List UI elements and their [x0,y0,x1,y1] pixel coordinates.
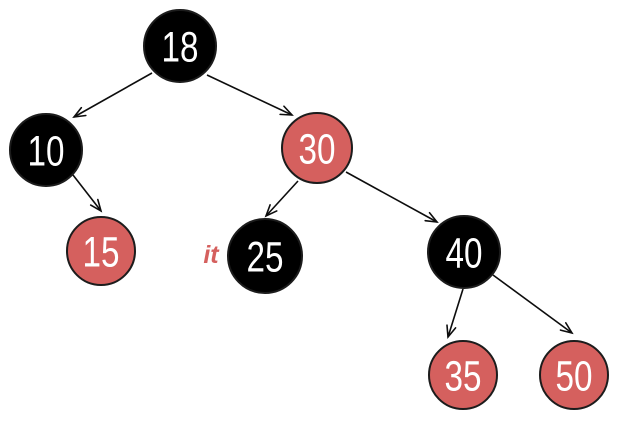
node-value: 30 [299,126,336,174]
node-value: 40 [446,230,483,278]
tree-node-15: 15 [66,216,136,286]
tree-node-40: 40 [427,215,501,289]
edge-arrow-18-to-30 [206,74,292,115]
node-circle-black [427,215,501,289]
node-circle-red [428,340,498,410]
edge-arrow-40-to-35 [448,288,464,337]
edges-layer [72,72,572,337]
node-value: 18 [162,24,199,72]
node-circle-red [539,340,609,410]
node-value: 10 [28,128,65,176]
edge-arrow-30-to-25 [266,180,299,216]
tree-node-18: 18 [143,9,217,83]
node-value: 35 [445,353,482,401]
edge-arrow-40-to-50 [492,274,572,333]
tree-node-25: 25 [227,218,303,294]
nodes-layer: 18 10 30 15 25 40 35 50 [9,9,609,410]
node-circle-black [143,9,217,83]
tree-node-10: 10 [9,113,83,187]
edge-arrow-18-to-10 [74,72,153,117]
node-circle-red [281,112,353,184]
tree-node-30: 30 [281,112,353,184]
iterator-pointer-label: it [203,241,220,269]
node-value: 25 [247,234,284,282]
tree-node-50: 50 [539,340,609,410]
labels-layer: it [203,241,220,269]
edge-arrow-10-to-15 [72,174,101,211]
edge-arrow-30-to-40 [345,171,437,222]
node-circle-red [66,216,136,286]
node-value: 15 [83,229,120,277]
node-value: 50 [556,353,593,401]
node-circle-black [227,218,303,294]
node-circle-black [9,113,83,187]
tree-node-35: 35 [428,340,498,410]
